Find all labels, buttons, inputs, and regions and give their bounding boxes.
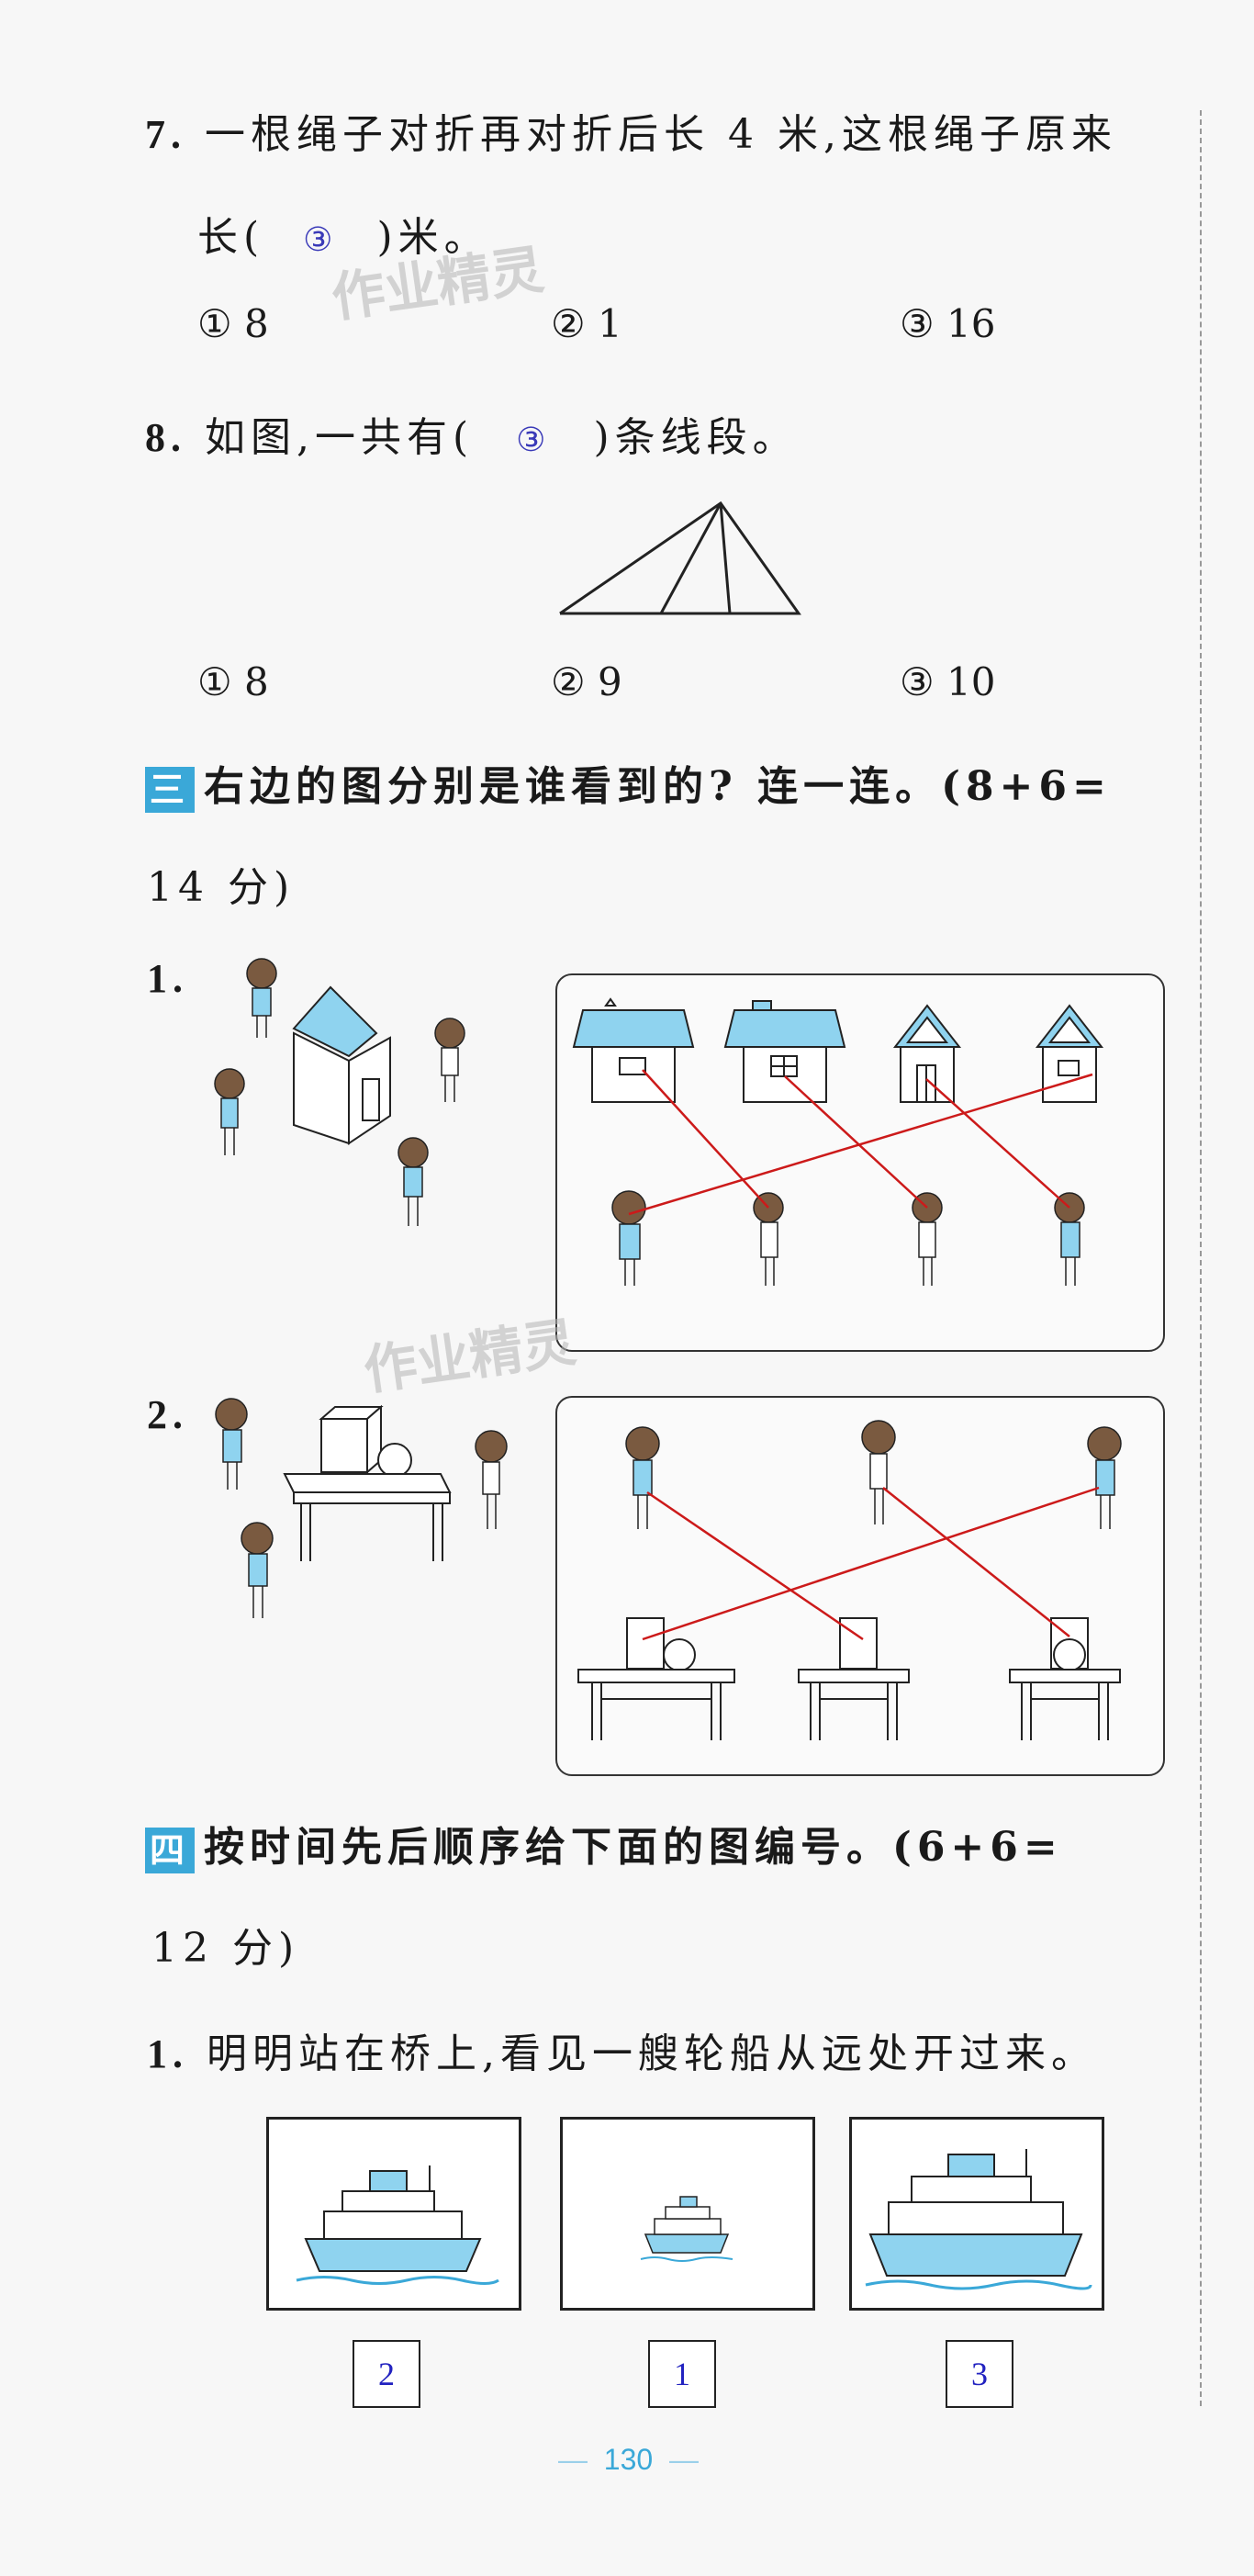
table-view-3	[1009, 1617, 1121, 1740]
q7-option-3: ③ 16	[900, 301, 996, 346]
match-line-3	[925, 1078, 1070, 1209]
match-line-1	[642, 1069, 769, 1209]
q7-paren-open: 长(	[197, 214, 265, 261]
section3-badge: 三	[145, 766, 195, 813]
q7-line2: 长( ③ )米。	[197, 204, 490, 263]
section3-item2-number: 2.	[147, 1392, 188, 1437]
section4-item1-text: 明明站在桥上,看见一艘轮船从远处开过来。	[207, 2030, 1097, 2077]
q8-option-2: ② 9	[551, 659, 622, 704]
q7-line1: 7. 一根绳子对折再对折后长 4 米,这根绳子原来	[145, 101, 1117, 160]
q7-number: 7.	[145, 112, 186, 157]
q8-answer: ③	[516, 421, 552, 458]
q7-option-1: ① 8	[197, 301, 269, 346]
section4-title: 按时间先后顺序给下面的图编号。(6+6=	[204, 1824, 1063, 1871]
table-views	[577, 1420, 1122, 1740]
section3-heading: 三右边的图分别是谁看到的? 连一连。(8+6=	[145, 753, 1112, 813]
house-view-2	[723, 1000, 846, 1103]
ship-frame-3	[849, 2117, 1104, 2311]
q8-option-3: ③ 10	[900, 659, 996, 704]
order-label-1[interactable]: 2	[353, 2340, 420, 2408]
triangle-figure	[559, 501, 801, 615]
page-number: 130	[603, 2443, 654, 2476]
q8-line: 8. 如图,一共有( ③ )条线段。	[145, 404, 799, 463]
q7-option-2: ② 1	[551, 301, 622, 346]
section3-item1-number: 1.	[147, 956, 188, 1001]
house-scene	[214, 958, 465, 1226]
ship-small-image	[640, 2196, 733, 2262]
section4-title-cont: 12 分)	[151, 1925, 300, 1972]
margin-line	[1200, 110, 1202, 2406]
q7-answer: ③	[303, 220, 339, 258]
ship-frame-2	[560, 2117, 815, 2311]
kid-top	[246, 958, 277, 1038]
table-view-2	[798, 1617, 910, 1740]
section4-item1: 1. 明明站在桥上,看见一艘轮船从远处开过来。	[147, 2020, 1097, 2079]
q7-text-line1: 一根绳子对折再对折后长 4 米,这根绳子原来	[205, 111, 1117, 158]
q8-option-1: ① 8	[197, 659, 269, 704]
section4-heading: 四按时间先后顺序给下面的图编号。(6+6=	[145, 1814, 1063, 1873]
page-footer: — 130 —	[558, 2443, 699, 2476]
house-view-1	[572, 997, 695, 1103]
ship-large-image	[865, 2149, 1092, 2290]
q8-text-suffix: )条线段。	[593, 414, 799, 461]
match-line-4	[628, 1073, 1093, 1216]
section4-item1-number: 1.	[147, 2031, 188, 2076]
ship-medium-image	[296, 2165, 499, 2285]
house-view-3	[892, 1004, 962, 1103]
table-views-box	[555, 1396, 1165, 1776]
q8-number: 8.	[145, 415, 186, 460]
match-line-2	[784, 1075, 928, 1209]
match-line-7	[642, 1486, 1100, 1641]
q7-paren-close: )米。	[376, 214, 490, 261]
section3-title: 右边的图分别是谁看到的? 连一连。(8+6=	[204, 763, 1112, 810]
table-scene	[215, 1398, 508, 1618]
match-line-5	[646, 1490, 864, 1641]
q8-text-prefix: 如图,一共有(	[205, 414, 475, 461]
match-line-6	[882, 1487, 1070, 1637]
section4-badge: 四	[145, 1827, 195, 1873]
order-label-3[interactable]: 3	[946, 2340, 1013, 2408]
ship-frame-1	[266, 2117, 521, 2311]
house-views	[572, 997, 1104, 1286]
table-view-1	[577, 1617, 735, 1740]
house-view-4	[1035, 1004, 1104, 1103]
section3-title-cont: 14 分)	[147, 864, 296, 911]
order-label-2[interactable]: 1	[648, 2340, 716, 2408]
